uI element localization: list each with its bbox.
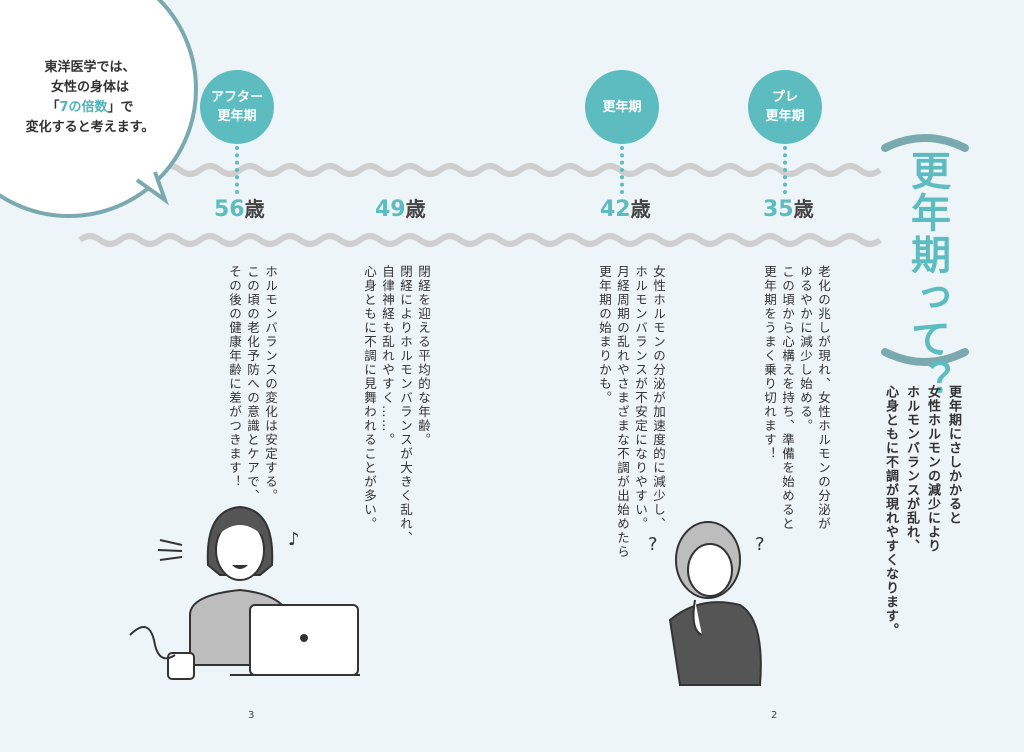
age-49: 49歳 (375, 193, 426, 222)
wave-top (158, 163, 882, 177)
bracket-bottom (881, 348, 969, 366)
age-number: 49 (375, 197, 406, 222)
bubble-line: 東洋医学では、 (44, 60, 136, 75)
dotted-connector (620, 146, 624, 194)
coffee-cup-icon (167, 652, 195, 680)
stage-text-56: ホルモンバランスの変化は安定する。 この頃の老化予防への意識とケアで、 その後の… (227, 265, 278, 503)
age-42: 42歳 (600, 193, 651, 222)
age-number: 35 (763, 197, 794, 222)
stage-label: プレ (771, 90, 798, 105)
bubble-line: 変化すると考えます。 (25, 120, 155, 135)
stage-text-35: 老化の兆しが現れ、女性ホルモンの分泌が ゆるやかに減少し始める。 この頃から心構… (762, 265, 831, 531)
stage-label: アフター (210, 90, 263, 105)
bubble-line: 女性の身体は (50, 80, 129, 95)
wave-bottom (78, 233, 882, 247)
stage-circle-pre: プレ更年期 (748, 70, 822, 144)
page-number-right: 2 (771, 710, 778, 721)
age-unit: 歳 (405, 197, 426, 221)
question-mark-icon: ? (648, 534, 658, 555)
stage-text-42: 女性ホルモンの分泌が加速度的に減少し、 ホルモンバランスが不安定になりやすい。 … (597, 265, 666, 559)
age-unit: 歳 (244, 197, 265, 221)
stage-label: 更年期 (602, 99, 642, 115)
question-mark-icon: ? (755, 534, 765, 555)
bubble-line: 「7の倍数」で (10, 98, 170, 118)
stage-circle-menopause: 更年期 (585, 70, 659, 144)
bracket-open: 「 (46, 100, 60, 115)
music-note-icon: ♪ (288, 529, 300, 550)
bubble-tail (135, 171, 170, 206)
summary-text: 更年期にさしかかると 女性ホルモンの減少により ホルモンバランスが乱れ、 心身と… (883, 385, 961, 637)
stage-label: 更年期 (765, 109, 805, 124)
stage-label: 更年期 (217, 109, 257, 124)
highlight-7-multiples: 7の倍数 (59, 100, 108, 115)
dotted-connector (235, 146, 239, 194)
age-unit: 歳 (793, 197, 814, 221)
age-35: 35歳 (763, 193, 814, 222)
page-number-left: 3 (248, 710, 255, 721)
stage-circle-after: アフター更年期 (200, 70, 274, 144)
bracket-top (881, 134, 969, 152)
stage-text-49: 閉経を迎える平均的な年齢。 閉経によりホルモンバランスが大きく乱れ、 自律神経も… (362, 265, 431, 545)
woman-laptop-illustration: ♪ (129, 505, 360, 680)
age-unit: 歳 (630, 197, 651, 221)
main-title: 更年期って？ (904, 150, 950, 402)
age-number: 42 (600, 197, 631, 222)
age-number: 56 (214, 197, 245, 222)
bracket-close: 」で (107, 100, 134, 115)
dotted-connector (783, 146, 787, 194)
worried-woman-illustration: ? ? (648, 521, 765, 686)
age-56: 56歳 (214, 193, 265, 222)
bubble-text: 東洋医学では、 女性の身体は 「7の倍数」で 変化すると考えます。 (10, 58, 170, 138)
